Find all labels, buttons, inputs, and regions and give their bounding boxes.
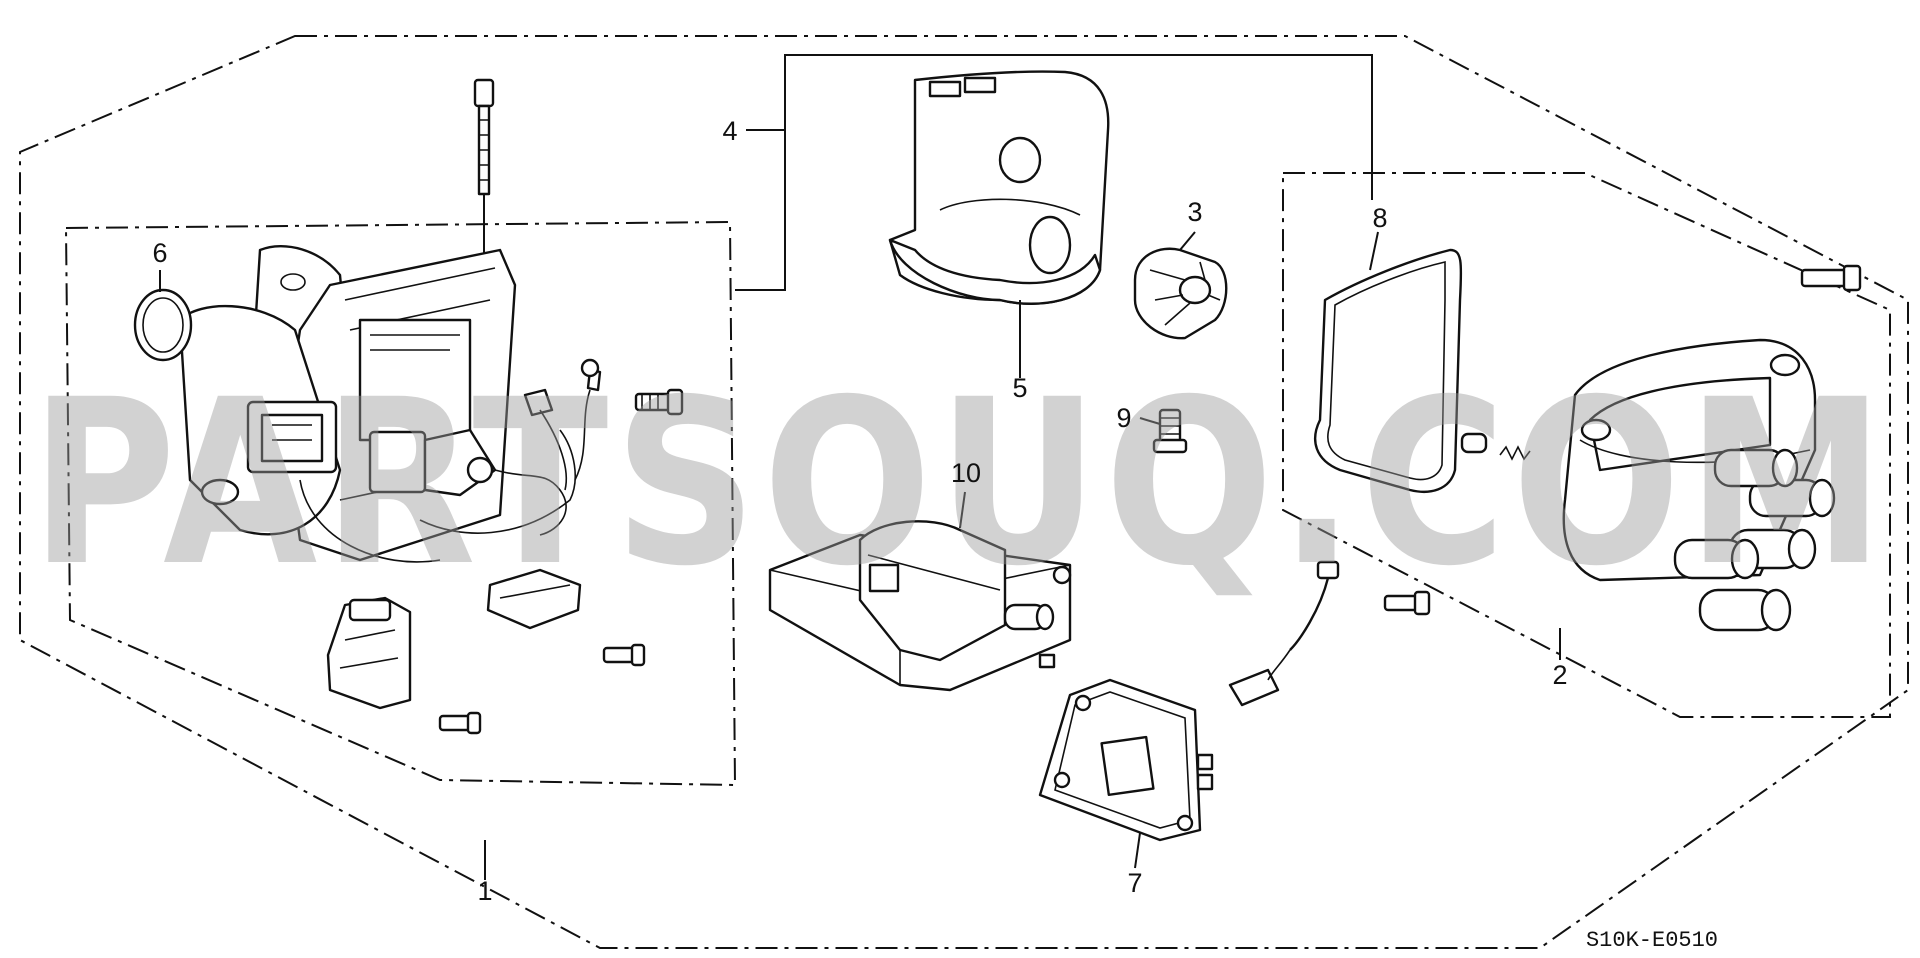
leader-9 <box>1139 417 1161 425</box>
cap-group-frame <box>1282 172 1891 718</box>
clamp-bracket <box>326 596 412 710</box>
igniter-module <box>1038 678 1214 842</box>
rotor <box>1133 247 1228 340</box>
screw-9 <box>1152 408 1188 454</box>
screw-small-1 <box>634 388 684 416</box>
leader-3 <box>1179 231 1196 251</box>
callout-8: 8 <box>1372 203 1387 233</box>
screw-small-3 <box>438 711 482 735</box>
cap-screw <box>1800 264 1862 292</box>
callout-1: 1 <box>477 876 492 906</box>
watermark: PARTSOUQ.COM <box>30 350 1890 616</box>
wire-clip <box>486 568 582 630</box>
gasket <box>1313 248 1463 493</box>
callout-9: 9 <box>1116 403 1131 433</box>
callout-5: 5 <box>1012 373 1027 403</box>
ignition-coil <box>768 520 1072 692</box>
diagram-code: S10K-E0510 <box>1586 928 1718 953</box>
assembly-1-frame <box>19 35 1909 949</box>
callout-3: 3 <box>1187 197 1202 227</box>
leader-7 <box>1134 832 1141 869</box>
housing-group-frame <box>64 220 737 787</box>
callout-10: 10 <box>951 458 981 488</box>
ground-wire <box>1228 560 1340 707</box>
screw-small-4 <box>1383 590 1431 616</box>
callout-6: 6 <box>152 238 167 268</box>
screw-small-2 <box>602 643 646 667</box>
carbon-point <box>1460 432 1531 461</box>
callout-4: 4 <box>722 116 737 146</box>
distributor-cap <box>1562 338 1836 632</box>
leader-10 <box>959 491 966 529</box>
callout-7: 7 <box>1127 868 1142 898</box>
bracket-item-4 <box>735 54 1373 291</box>
callout-2: 2 <box>1552 660 1567 690</box>
leader-8 <box>1369 231 1379 271</box>
o-ring <box>133 288 193 362</box>
distributor-housing <box>178 78 602 563</box>
inner-cover <box>888 70 1110 305</box>
